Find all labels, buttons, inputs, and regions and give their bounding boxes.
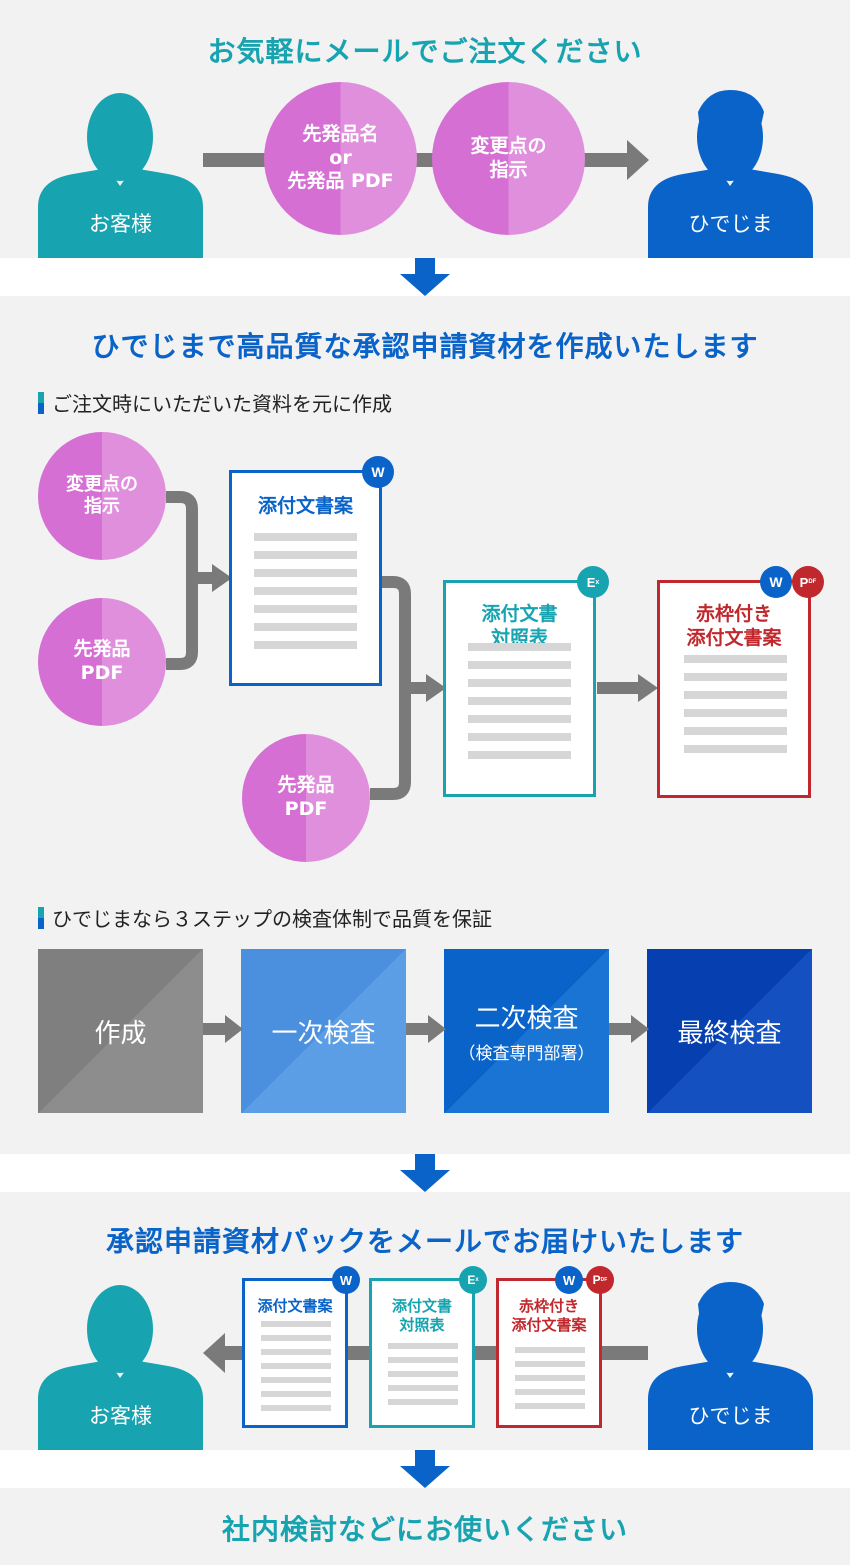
order-circle-change: 変更点の指示 [432, 82, 585, 235]
step-second-inspection: 二次検査 （検査専門部署） [444, 949, 609, 1113]
word-badge-icon: W [332, 1266, 360, 1294]
order-title: お気軽にメールでご注文ください [207, 35, 643, 68]
section-create-heading: ご注文時にいただいた資料を元に作成 [38, 388, 392, 417]
step-final-inspection: 最終検査 [647, 949, 812, 1113]
customer-person-icon [38, 93, 203, 258]
deliver-doc-draft: 添付文書案 [242, 1278, 348, 1428]
customer-person-icon [38, 1285, 203, 1450]
footer-band [0, 1488, 850, 1565]
create-circle-change: 変更点の指示 [38, 432, 166, 560]
down-arrow-icon [400, 1450, 450, 1488]
deliver-customer-label: お客様 [89, 1404, 152, 1428]
hidejima-person-icon [648, 90, 813, 258]
deliver-title: 承認申請資材パックをメールでお届けいたします [105, 1225, 744, 1258]
doc-compare: 添付文書対照表 [443, 580, 596, 797]
deliver-arrow-head-icon [203, 1333, 225, 1373]
doc-draft: 添付文書案 [229, 470, 382, 686]
down-arrow-icon [400, 1154, 450, 1192]
word-badge-icon: W [362, 456, 394, 488]
section-inspection-heading: ひでじまなら３ステップの検査体制で品質を保証 [38, 903, 492, 932]
flow-connectors [166, 491, 658, 800]
step-first-inspection: 一次検査 [241, 949, 406, 1113]
deliver-doc-compare: 添付文書対照表 [369, 1278, 475, 1428]
down-arrow-icon [400, 258, 450, 296]
step-create: 作成 [38, 949, 203, 1113]
order-arrow-head-icon [627, 140, 649, 180]
word-badge-icon: W [555, 1266, 583, 1294]
hidejima-person-icon [648, 1282, 813, 1450]
doc-redline: 赤枠付き添付文書案 [657, 580, 811, 798]
step-arrows [203, 1015, 649, 1043]
hidejima-label: ひでじま [688, 212, 773, 236]
word-badge-icon: W [760, 566, 792, 598]
customer-label: お客様 [89, 212, 152, 236]
create-title: ひでじまで高品質な承認申請資材を作成いたします [91, 330, 759, 363]
deliver-doc-redline: 赤枠付き添付文書案 [496, 1278, 602, 1428]
doc-redline-title: 赤枠付き添付文書案 [686, 603, 782, 649]
doc-draft-title: 添付文書案 [257, 495, 353, 517]
deliver-hidejima-label: ひでじま [688, 1404, 773, 1428]
heading-bar-icon [38, 907, 44, 929]
heading-bar-icon [38, 392, 44, 414]
footer-title: 社内検討などにお使いください [221, 1513, 628, 1546]
